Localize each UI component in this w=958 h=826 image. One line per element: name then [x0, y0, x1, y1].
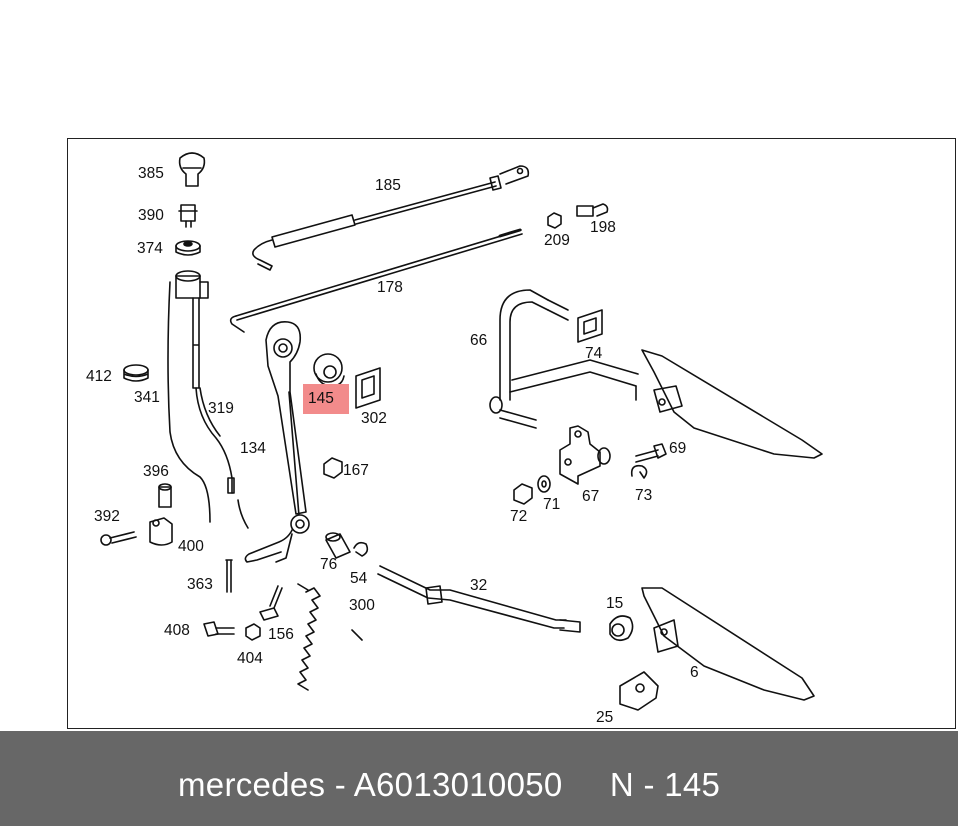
cable-341: [167, 281, 211, 523]
label-156: 156: [268, 626, 294, 643]
screw-392: [100, 531, 137, 546]
label-145: 145: [308, 390, 334, 407]
label-32: 32: [470, 577, 488, 594]
pedal-6: [641, 587, 815, 701]
rod-178: [229, 228, 523, 333]
label-302: 302: [361, 410, 387, 427]
label-404: 404: [237, 650, 263, 667]
label-74: 74: [585, 345, 603, 362]
label-374: 374: [137, 240, 163, 257]
label-385: 385: [138, 165, 164, 182]
label-67: 67: [582, 488, 600, 505]
rod-32: [377, 565, 581, 633]
highlight-box-145: [303, 384, 349, 414]
clip-74: [577, 309, 603, 343]
label-167: 167: [343, 462, 369, 479]
label-400: 400: [178, 538, 204, 555]
bracket-67: [559, 425, 611, 485]
cable-341b: [237, 499, 249, 529]
label-134: 134: [240, 440, 266, 457]
label-72: 72: [510, 508, 528, 525]
label-73: 73: [635, 487, 653, 504]
label-71: 71: [543, 496, 561, 513]
label-15: 15: [606, 595, 624, 612]
nut-404: [245, 623, 261, 641]
label-319: 319: [208, 400, 234, 417]
pin-363: [225, 559, 233, 593]
lever-134: [244, 321, 310, 563]
spring-300: [297, 583, 363, 691]
bolt-156: [259, 585, 283, 621]
label-408: 408: [164, 622, 190, 639]
bolt-408: [203, 621, 235, 637]
bushing-145: [313, 353, 345, 387]
bushing-15: [609, 615, 634, 642]
bracket-66: [489, 289, 639, 429]
footer-part-info: mercedes - A6013010050 N - 145: [178, 766, 721, 803]
bracket-25: [619, 671, 659, 711]
pedal-plate-upper: [641, 349, 823, 459]
bushing-76: [325, 532, 351, 559]
nut-209: [547, 212, 562, 229]
washer-71: [537, 475, 551, 493]
label-54: 54: [350, 570, 368, 587]
label-341: 341: [134, 389, 160, 406]
label-25: 25: [596, 709, 614, 726]
clip-54: [353, 541, 369, 557]
bushing-374: [175, 240, 201, 256]
footer-bar: [0, 731, 958, 826]
rod-319: [175, 270, 235, 494]
holder-400: [149, 517, 173, 546]
bolt-69: [635, 443, 667, 463]
nut-72: [513, 483, 533, 505]
ball-socket-198: [576, 203, 609, 217]
grommet-412: [123, 364, 149, 382]
label-6: 6: [690, 664, 699, 681]
label-300: 300: [349, 597, 375, 614]
label-198: 198: [590, 219, 616, 236]
nut-167: [323, 457, 343, 479]
label-363: 363: [187, 576, 213, 593]
sleeve-396: [158, 483, 172, 508]
label-178: 178: [377, 279, 403, 296]
label-396: 396: [143, 463, 169, 480]
label-76: 76: [320, 556, 338, 573]
label-66: 66: [470, 332, 488, 349]
label-392: 392: [94, 508, 120, 525]
knob-385: [178, 152, 206, 187]
clip-302: [355, 367, 381, 409]
clip-73: [630, 464, 648, 479]
label-390: 390: [138, 207, 164, 224]
clip-390: [178, 204, 198, 228]
damper-185: [252, 165, 530, 271]
label-209: 209: [544, 232, 570, 249]
label-185: 185: [375, 177, 401, 194]
label-412: 412: [86, 368, 112, 385]
label-69: 69: [669, 440, 687, 457]
